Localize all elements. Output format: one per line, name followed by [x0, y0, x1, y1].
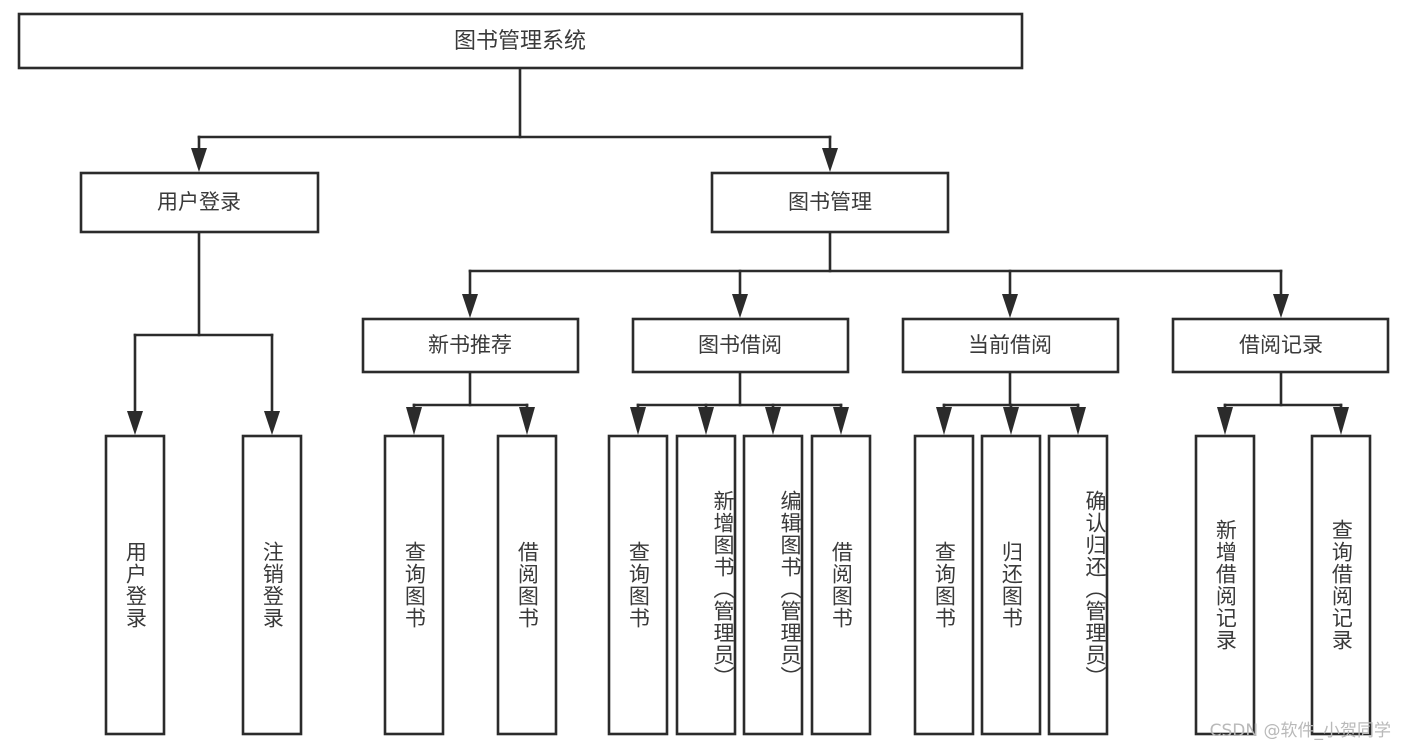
leaf-box-book-borrow-2[interactable] — [675, 434, 737, 736]
node-book-manage-box[interactable] — [710, 171, 950, 234]
leaf-box-borrow-record-2[interactable] — [1310, 434, 1372, 736]
node-current-borrow-box[interactable] — [901, 317, 1120, 374]
leaf-group-user-login — [104, 434, 303, 736]
node-user-login-label: 用户登录 — [157, 190, 241, 214]
node-user-login[interactable]: 用户登录 — [79, 171, 320, 234]
leaf-box-book-borrow-1[interactable] — [607, 434, 669, 736]
node-borrow-record[interactable]: 借阅记录 — [1171, 317, 1390, 374]
arrow-head-leaf-book-borrow-4 — [833, 407, 849, 435]
leaf-box-borrow-record-1[interactable] — [1194, 434, 1256, 736]
connector-group-book-manage — [462, 230, 1289, 318]
connector-group-user-login — [127, 230, 280, 435]
node-current-borrow[interactable]: 当前借阅 — [901, 317, 1120, 374]
arrow-head-borrow-record — [1273, 294, 1289, 318]
arrow-head-leaf-book-borrow-2 — [698, 407, 714, 435]
node-root[interactable]: 图书管理系统 — [17, 12, 1024, 70]
connector-group-new-book-rec — [406, 370, 535, 435]
leaf-box-current-borrow-1[interactable] — [913, 434, 975, 736]
arrow-head-user-login — [191, 148, 207, 172]
node-book-borrow-label: 图书借阅 — [698, 333, 782, 357]
leaf-group-borrow-record — [1194, 434, 1372, 736]
arrow-head-leaf-current-borrow-3 — [1070, 407, 1086, 435]
leaf-box-book-borrow-3[interactable] — [742, 434, 804, 736]
node-root-box[interactable] — [17, 12, 1024, 70]
leaf-box-user-login-2[interactable] — [241, 434, 303, 736]
leaf-group-book-borrow — [607, 434, 872, 736]
leaf-box-user-login-1[interactable] — [104, 434, 166, 736]
node-root-label: 图书管理系统 — [454, 29, 586, 54]
arrow-head-leaf-borrow-record-2 — [1333, 407, 1349, 435]
node-new-book-rec-label: 新书推荐 — [428, 333, 512, 357]
node-borrow-record-label: 借阅记录 — [1239, 333, 1323, 357]
arrow-head-leaf-current-borrow-1 — [936, 407, 952, 435]
arrow-head-book-borrow — [732, 294, 748, 318]
node-book-borrow[interactable]: 图书借阅 — [631, 317, 850, 374]
leaf-box-new-book-rec-2[interactable] — [496, 434, 558, 736]
leaf-box-book-borrow-4[interactable] — [810, 434, 872, 736]
node-user-login-box[interactable] — [79, 171, 320, 234]
connector-group-book-borrow — [630, 370, 849, 435]
arrow-head-leaf-current-borrow-2 — [1003, 407, 1019, 435]
node-book-manage[interactable]: 图书管理 — [710, 171, 950, 234]
arrow-head-leaf-book-borrow-3 — [765, 407, 781, 435]
arrow-head-book-manage — [822, 148, 838, 172]
arrow-head-leaf-user-login-1 — [127, 411, 143, 435]
leaf-group-new-book-rec — [383, 434, 558, 736]
leaf-group-current-borrow — [913, 434, 1109, 736]
connector-group-root — [191, 66, 838, 172]
arrow-head-current-borrow — [1002, 294, 1018, 318]
node-new-book-rec-box[interactable] — [361, 317, 580, 374]
connector-group-current-borrow — [936, 370, 1086, 435]
arrow-head-leaf-new-book-rec-1 — [406, 407, 422, 435]
arrow-head-leaf-borrow-record-1 — [1217, 407, 1233, 435]
leaf-box-current-borrow-3[interactable] — [1047, 434, 1109, 736]
node-new-book-rec[interactable]: 新书推荐 — [361, 317, 580, 374]
arrow-head-leaf-new-book-rec-2 — [519, 407, 535, 435]
arrow-head-leaf-user-login-2 — [264, 411, 280, 435]
arrow-head-new-book-rec — [462, 294, 478, 318]
node-book-manage-label: 图书管理 — [788, 190, 872, 214]
node-borrow-record-box[interactable] — [1171, 317, 1390, 374]
leaf-box-new-book-rec-1[interactable] — [383, 434, 445, 736]
connector-group-borrow-record — [1217, 370, 1349, 435]
node-current-borrow-label: 当前借阅 — [968, 333, 1052, 357]
leaf-box-current-borrow-2[interactable] — [980, 434, 1042, 736]
arrow-head-leaf-book-borrow-1 — [630, 407, 646, 435]
node-book-borrow-box[interactable] — [631, 317, 850, 374]
